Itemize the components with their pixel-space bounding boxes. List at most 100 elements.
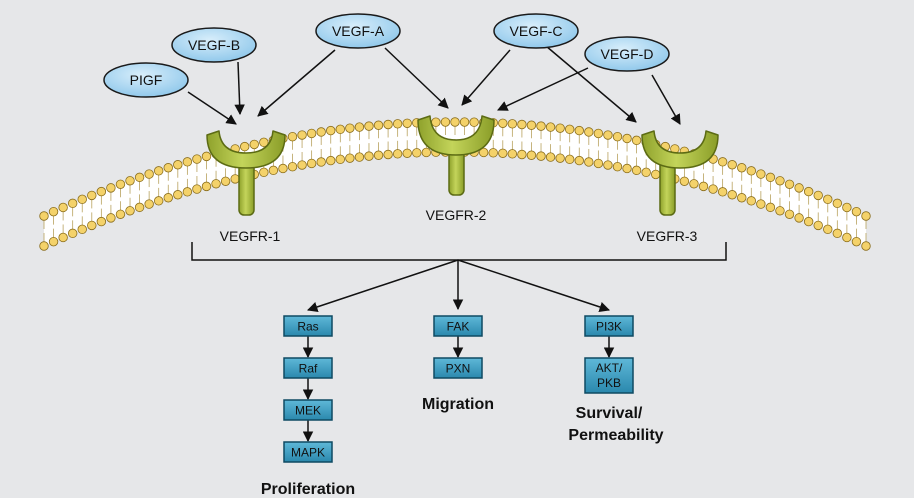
outcome-proliferation: Proliferation xyxy=(261,481,355,498)
lipid-head xyxy=(421,147,432,158)
lipid-head xyxy=(641,167,651,178)
lipid-head xyxy=(39,211,49,221)
lipid-head xyxy=(517,149,527,160)
lipid-head xyxy=(593,128,604,139)
lipid-head xyxy=(603,130,613,140)
lipid-head xyxy=(220,176,231,186)
node-mapk-label: MAPK xyxy=(291,446,325,460)
lipid-head xyxy=(106,183,116,193)
lipid-head xyxy=(593,158,604,169)
lipid-head xyxy=(861,211,871,221)
lipid-head xyxy=(354,152,365,162)
node-mapk: MAPK xyxy=(283,441,333,463)
lipid-head xyxy=(345,123,355,133)
lipid-head xyxy=(803,186,814,197)
lipid-head xyxy=(48,236,59,247)
ligand-vegf-a-label: VEGF-A xyxy=(332,23,385,39)
lipid-head xyxy=(383,119,393,130)
lipid-head xyxy=(364,151,374,161)
lipid-head xyxy=(87,220,97,231)
lipid-head xyxy=(163,163,173,173)
lipid-head xyxy=(96,186,107,197)
lipid-head xyxy=(564,124,575,135)
outcome-migration: Migration xyxy=(422,396,494,413)
lipid-head xyxy=(536,151,546,161)
lipid-head xyxy=(526,150,537,160)
lipid-head xyxy=(268,165,279,176)
lipid-head xyxy=(803,216,814,227)
node-pi3k-label: PI3K xyxy=(596,320,622,334)
ligand-pigf: PIGF xyxy=(103,62,189,98)
node-akt-pkb: AKT/ PKB xyxy=(584,357,634,394)
arrow-vegfb-vegfr1 xyxy=(234,61,245,116)
lipid-head xyxy=(784,179,795,189)
pathway-survival: PI3K AKT/ PKB Survival/ Permeability xyxy=(568,315,664,444)
lipid-head xyxy=(402,118,412,128)
lipid-head xyxy=(507,149,518,159)
lipid-head xyxy=(440,117,451,127)
node-mek: MEK xyxy=(283,399,333,421)
lipid-head xyxy=(383,149,393,160)
ligand-vegf-b-label: VEGF-B xyxy=(188,37,240,53)
lipid-head xyxy=(603,160,613,170)
lipid-head xyxy=(354,122,365,132)
ligand-arrows xyxy=(187,45,681,125)
lipid-head xyxy=(96,216,107,227)
lipid-head xyxy=(373,150,384,160)
lipid-head xyxy=(612,131,623,142)
lipid-head xyxy=(689,179,699,189)
lipid-head xyxy=(201,181,212,192)
lipid-head xyxy=(651,169,661,180)
vegfr-1-label: VEGFR-1 xyxy=(220,228,281,244)
node-fak-label: FAK xyxy=(447,320,470,334)
lipid-head xyxy=(488,148,498,158)
pathway-proliferation: Ras Raf MEK MAPK Proliferation xyxy=(261,315,355,498)
lipid-head xyxy=(249,139,259,150)
lipid-head xyxy=(335,124,346,135)
lipid-head xyxy=(756,199,766,209)
lipid-head xyxy=(574,155,584,166)
ligand-vegf-d-label: VEGF-D xyxy=(601,46,654,62)
lipid-head xyxy=(373,120,384,130)
arrow-vegfa-vegfr2 xyxy=(384,47,449,109)
lipid-head xyxy=(182,187,193,197)
node-pxn: PXN xyxy=(433,357,483,379)
lipid-head xyxy=(163,193,173,203)
lipid-head xyxy=(517,119,527,130)
lipid-head xyxy=(402,148,412,158)
lipid-head xyxy=(545,122,556,132)
lipid-head xyxy=(756,169,766,179)
lipid-head xyxy=(297,130,307,140)
ligand-vegf-a: VEGF-A xyxy=(315,13,401,49)
lipid-head xyxy=(813,220,823,231)
receptor-vegfr-2 xyxy=(417,115,495,196)
outcome-survival: Survival/ xyxy=(576,405,643,422)
lipid-head xyxy=(297,160,307,170)
lipid-head xyxy=(201,151,212,162)
lipid-head xyxy=(392,149,403,159)
pathway-migration: FAK PXN Migration xyxy=(422,315,494,413)
lipid-head xyxy=(459,117,470,127)
lipid-head xyxy=(737,193,747,203)
lipid-head xyxy=(622,133,632,144)
lipid-head xyxy=(717,187,728,197)
lipid-head xyxy=(851,236,862,247)
lipid-head xyxy=(134,172,145,183)
lipid-head xyxy=(708,184,718,194)
lipid-head xyxy=(536,121,546,131)
lipid-head xyxy=(412,148,422,158)
lipid-head xyxy=(230,174,240,184)
lipid-head xyxy=(259,167,269,178)
lipid-head xyxy=(727,190,737,200)
lipid-head xyxy=(153,166,164,176)
node-mek-label: MEK xyxy=(295,404,321,418)
lipid-head xyxy=(316,157,326,167)
lipid-head xyxy=(240,141,250,152)
arrow-vegfc-vegfr2 xyxy=(461,49,511,106)
lipid-head xyxy=(717,157,728,167)
lipid-head xyxy=(861,241,871,251)
lipid-head xyxy=(125,176,135,186)
lipid-head xyxy=(469,117,479,127)
